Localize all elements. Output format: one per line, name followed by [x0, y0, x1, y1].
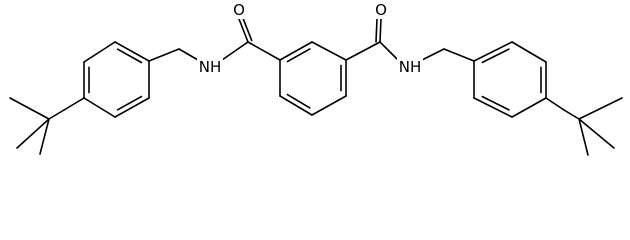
right-nch2-bond [421, 48, 445, 61]
left-carbonyl-bond [247, 41, 281, 61]
right-ring-double-bond-0 [481, 48, 510, 64]
left-ring-bond-4 [114, 97, 150, 118]
central-ring-bond-0 [279, 41, 313, 61]
bond-layer [9, 16, 623, 156]
left-tbu-methyl-3 [39, 118, 50, 155]
structure-diagram: O O NH NH [9, 1, 623, 156]
left-co-bond-a [238, 18, 249, 43]
atom-nitrogen-left: NH [197, 58, 223, 76]
left-tbu-methyl-1 [9, 97, 50, 120]
nitrogen-right-label: NH [399, 58, 422, 76]
central-ring-double-bond-4 [286, 93, 311, 109]
right-carbonyl-bond [345, 41, 381, 61]
right-tbu-methyl-2 [578, 118, 615, 149]
left-ring-bond-1 [83, 41, 116, 63]
right-ring-bond-1 [511, 41, 547, 63]
oxygen-right-label: O [375, 1, 387, 19]
atom-label-layer: O O NH NH [197, 1, 423, 76]
central-ring-bond-3 [311, 95, 347, 116]
left-tbu-attach [63, 97, 85, 111]
left-ring-double-bond-4 [116, 95, 143, 111]
nitrogen-left-label: NH [199, 58, 222, 76]
atom-nitrogen-right: NH [397, 58, 423, 76]
right-tbu-methyl-1 [578, 97, 623, 120]
right-ch2-ring-bond [443, 48, 475, 62]
right-cn-bond [379, 41, 399, 61]
left-co-bond-b [241, 16, 253, 42]
left-ch2-ring-bond [148, 48, 180, 62]
left-tbu-methyl-2 [16, 118, 50, 149]
atom-oxygen-left: O [230, 1, 248, 19]
right-tbu-methyl-3 [578, 118, 589, 156]
right-ring-bond-4 [473, 97, 513, 118]
atom-oxygen-right: O [372, 1, 390, 19]
left-ring-double-bond-0 [116, 48, 143, 64]
central-ring-bond-1 [311, 41, 347, 61]
right-tbu-stem [563, 109, 580, 120]
right-ring-bond-0 [473, 41, 513, 62]
oxygen-left-label: O [233, 1, 245, 19]
central-ring-double-bond-0 [286, 48, 311, 63]
left-ring-bond-3 [83, 97, 116, 118]
right-co-bond-b [375, 18, 378, 43]
right-ring-bond-3 [511, 97, 547, 118]
right-ring-double-bond-4 [481, 95, 510, 111]
left-nch2-bond [178, 48, 199, 61]
left-cn-bond [221, 41, 249, 61]
left-tbu-stem [48, 109, 65, 120]
right-tbu-attach [545, 97, 565, 111]
left-ring-bond-0 [114, 41, 150, 62]
central-ring-bond-4 [279, 95, 313, 116]
right-co-bond-a [379, 18, 382, 43]
molecule-figure: O O NH NH [9, 1, 623, 156]
